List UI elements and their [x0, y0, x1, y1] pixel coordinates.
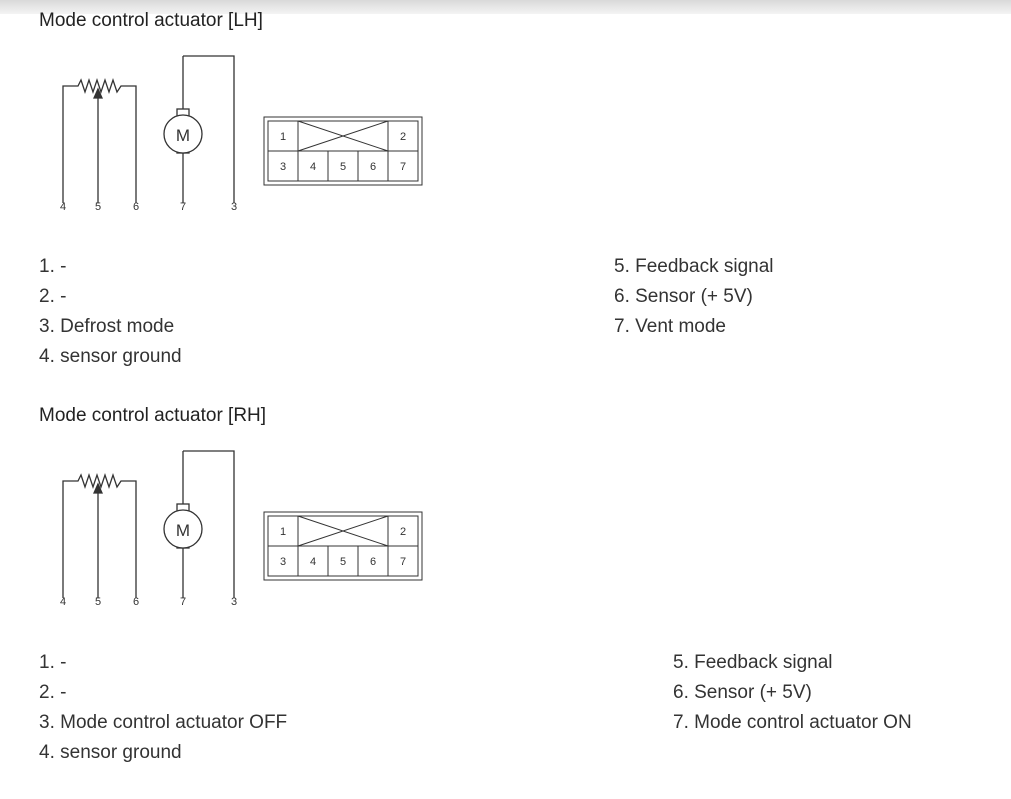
pin-list-rh-left: 1. - 2. - 3. Mode control actuator OFF 4…: [39, 648, 287, 768]
list-item: 3. Defrost mode: [39, 316, 175, 337]
section-title-lh: Mode control actuator [LH]: [39, 10, 263, 31]
list-item: 4. sensor ground: [39, 346, 182, 367]
wire-label: 6: [133, 596, 139, 608]
header-shadow-bar: [0, 0, 1011, 14]
pin-list-lh-left: 1. - 2. - 3. Defrost mode 4. sensor grou…: [39, 252, 182, 372]
connector-pin-label: 3: [280, 556, 286, 568]
mode-actuator-lh-diagram: M 4 5 6 7 3 1 2 3 4 5 6 7: [60, 55, 423, 213]
list-item: 3. Mode control actuator OFF: [39, 712, 288, 733]
mode-actuator-rh-diagram: M 4 5 6 7 3 1 2 3 4 5 6 7: [60, 450, 423, 608]
connector-pin-label: 7: [400, 556, 406, 568]
wire-label: 5: [95, 596, 101, 608]
motor-symbol: [163, 450, 235, 598]
connector-pin-label: 4: [310, 556, 316, 568]
wire-label: 5: [95, 201, 101, 213]
connector-pin-label: 4: [310, 161, 316, 173]
wire-label: 6: [133, 201, 139, 213]
connector-pin-label: 2: [400, 526, 406, 538]
list-item: 4. sensor ground: [39, 742, 182, 763]
wire-label: 4: [60, 201, 66, 213]
pin-list-lh-right: 5. Feedback signal 6. Sensor (+ 5V) 7. V…: [614, 252, 774, 342]
potentiometer-symbol: [62, 77, 137, 203]
list-item: 5. Feedback signal: [673, 652, 833, 673]
motor-label: M: [176, 521, 190, 540]
list-item: 1. -: [39, 652, 67, 673]
connector-pin-label: 5: [340, 556, 346, 568]
list-item: 7. Vent mode: [614, 316, 726, 337]
list-item: 2. -: [39, 682, 67, 703]
list-item: 6. Sensor (+ 5V): [673, 682, 812, 703]
motor-label: M: [176, 126, 190, 145]
wire-label: 3: [231, 596, 237, 608]
connector-pin-label: 7: [400, 161, 406, 173]
list-item: 7. Mode control actuator ON: [673, 712, 912, 733]
connector-pin-label: 3: [280, 161, 286, 173]
wire-label: 7: [180, 201, 186, 213]
connector-pin-label: 5: [340, 161, 346, 173]
connector-pin-label: 6: [370, 556, 376, 568]
motor-symbol: [163, 55, 235, 203]
wire-label: 4: [60, 596, 66, 608]
list-item: 1. -: [39, 256, 67, 277]
connector-symbol: [263, 511, 423, 581]
list-item: 5. Feedback signal: [614, 256, 774, 277]
connector-pin-label: 1: [280, 131, 286, 143]
section-title-rh: Mode control actuator [RH]: [39, 405, 267, 426]
connector-pin-label: 2: [400, 131, 406, 143]
wire-label: 3: [231, 201, 237, 213]
connector-pin-label: 1: [280, 526, 286, 538]
pin-list-rh-right: 5. Feedback signal 6. Sensor (+ 5V) 7. M…: [673, 648, 912, 738]
connector-pin-label: 6: [370, 161, 376, 173]
wire-label: 7: [180, 596, 186, 608]
connector-symbol: [263, 116, 423, 186]
potentiometer-symbol: [62, 472, 137, 598]
list-item: 2. -: [39, 286, 67, 307]
list-item: 6. Sensor (+ 5V): [614, 286, 753, 307]
